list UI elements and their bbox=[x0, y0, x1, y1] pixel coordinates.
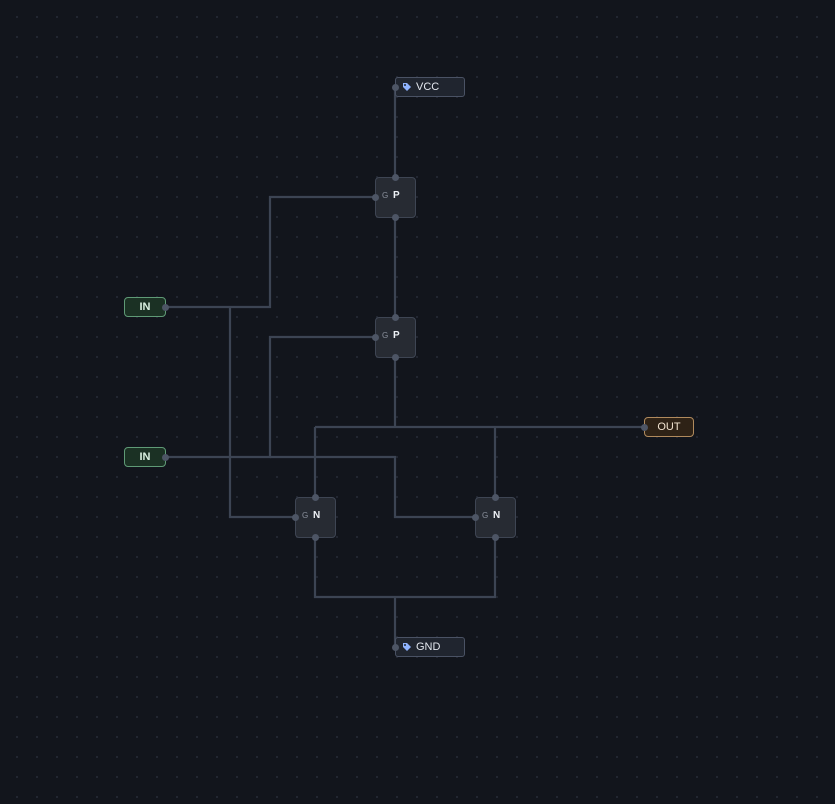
input-node-a[interactable]: IN bbox=[124, 297, 169, 317]
gate-pin[interactable] bbox=[372, 194, 379, 201]
gate-pin[interactable] bbox=[472, 514, 479, 521]
source-pin[interactable] bbox=[492, 534, 499, 541]
gate-label: G bbox=[482, 511, 489, 520]
wire-in-a-n1[interactable] bbox=[228, 307, 295, 519]
output-label: OUT bbox=[657, 421, 681, 433]
tag-icon bbox=[403, 643, 411, 651]
wire-in-b-p2[interactable] bbox=[165, 335, 375, 459]
transistor-type: N bbox=[493, 510, 501, 521]
transistor-type: P bbox=[393, 190, 400, 201]
vcc-label: VCC bbox=[416, 81, 440, 93]
gnd-label: GND bbox=[416, 641, 441, 653]
input-label: IN bbox=[139, 301, 151, 313]
gnd-node[interactable]: GND bbox=[392, 637, 465, 657]
drain-pin[interactable] bbox=[392, 314, 399, 321]
vcc-pin[interactable] bbox=[392, 84, 399, 91]
gnd-pin[interactable] bbox=[392, 644, 399, 651]
gate-pin[interactable] bbox=[292, 514, 299, 521]
nmos-transistor-1[interactable]: G N bbox=[292, 494, 336, 541]
input-label: IN bbox=[139, 451, 151, 463]
tag-icon bbox=[403, 83, 411, 91]
pmos-transistor-2[interactable]: G P bbox=[372, 314, 416, 361]
input-pin[interactable] bbox=[162, 304, 169, 311]
wire-n2-gnd[interactable] bbox=[395, 538, 497, 599]
input-node-b[interactable]: IN bbox=[124, 447, 169, 467]
wire-in-b-n2[interactable] bbox=[270, 455, 475, 519]
drain-pin[interactable] bbox=[492, 494, 499, 501]
output-node[interactable]: OUT bbox=[641, 417, 694, 437]
gate-label: G bbox=[302, 511, 309, 520]
source-pin[interactable] bbox=[312, 534, 319, 541]
gate-pin[interactable] bbox=[372, 334, 379, 341]
wire-n1-gnd[interactable] bbox=[313, 538, 395, 599]
gate-label: G bbox=[382, 191, 389, 200]
transistor-type: P bbox=[393, 330, 400, 341]
output-pin[interactable] bbox=[641, 424, 648, 431]
source-pin[interactable] bbox=[392, 214, 399, 221]
pmos-transistor-1[interactable]: G P bbox=[372, 174, 416, 221]
drain-pin[interactable] bbox=[392, 174, 399, 181]
nmos-transistor-2[interactable]: G N bbox=[472, 494, 516, 541]
gate-label: G bbox=[382, 331, 389, 340]
transistor-type: N bbox=[313, 510, 321, 521]
vcc-node[interactable]: VCC bbox=[392, 77, 465, 97]
input-pin[interactable] bbox=[162, 454, 169, 461]
drain-pin[interactable] bbox=[312, 494, 319, 501]
wire-in-a-main[interactable] bbox=[165, 195, 375, 309]
source-pin[interactable] bbox=[392, 354, 399, 361]
